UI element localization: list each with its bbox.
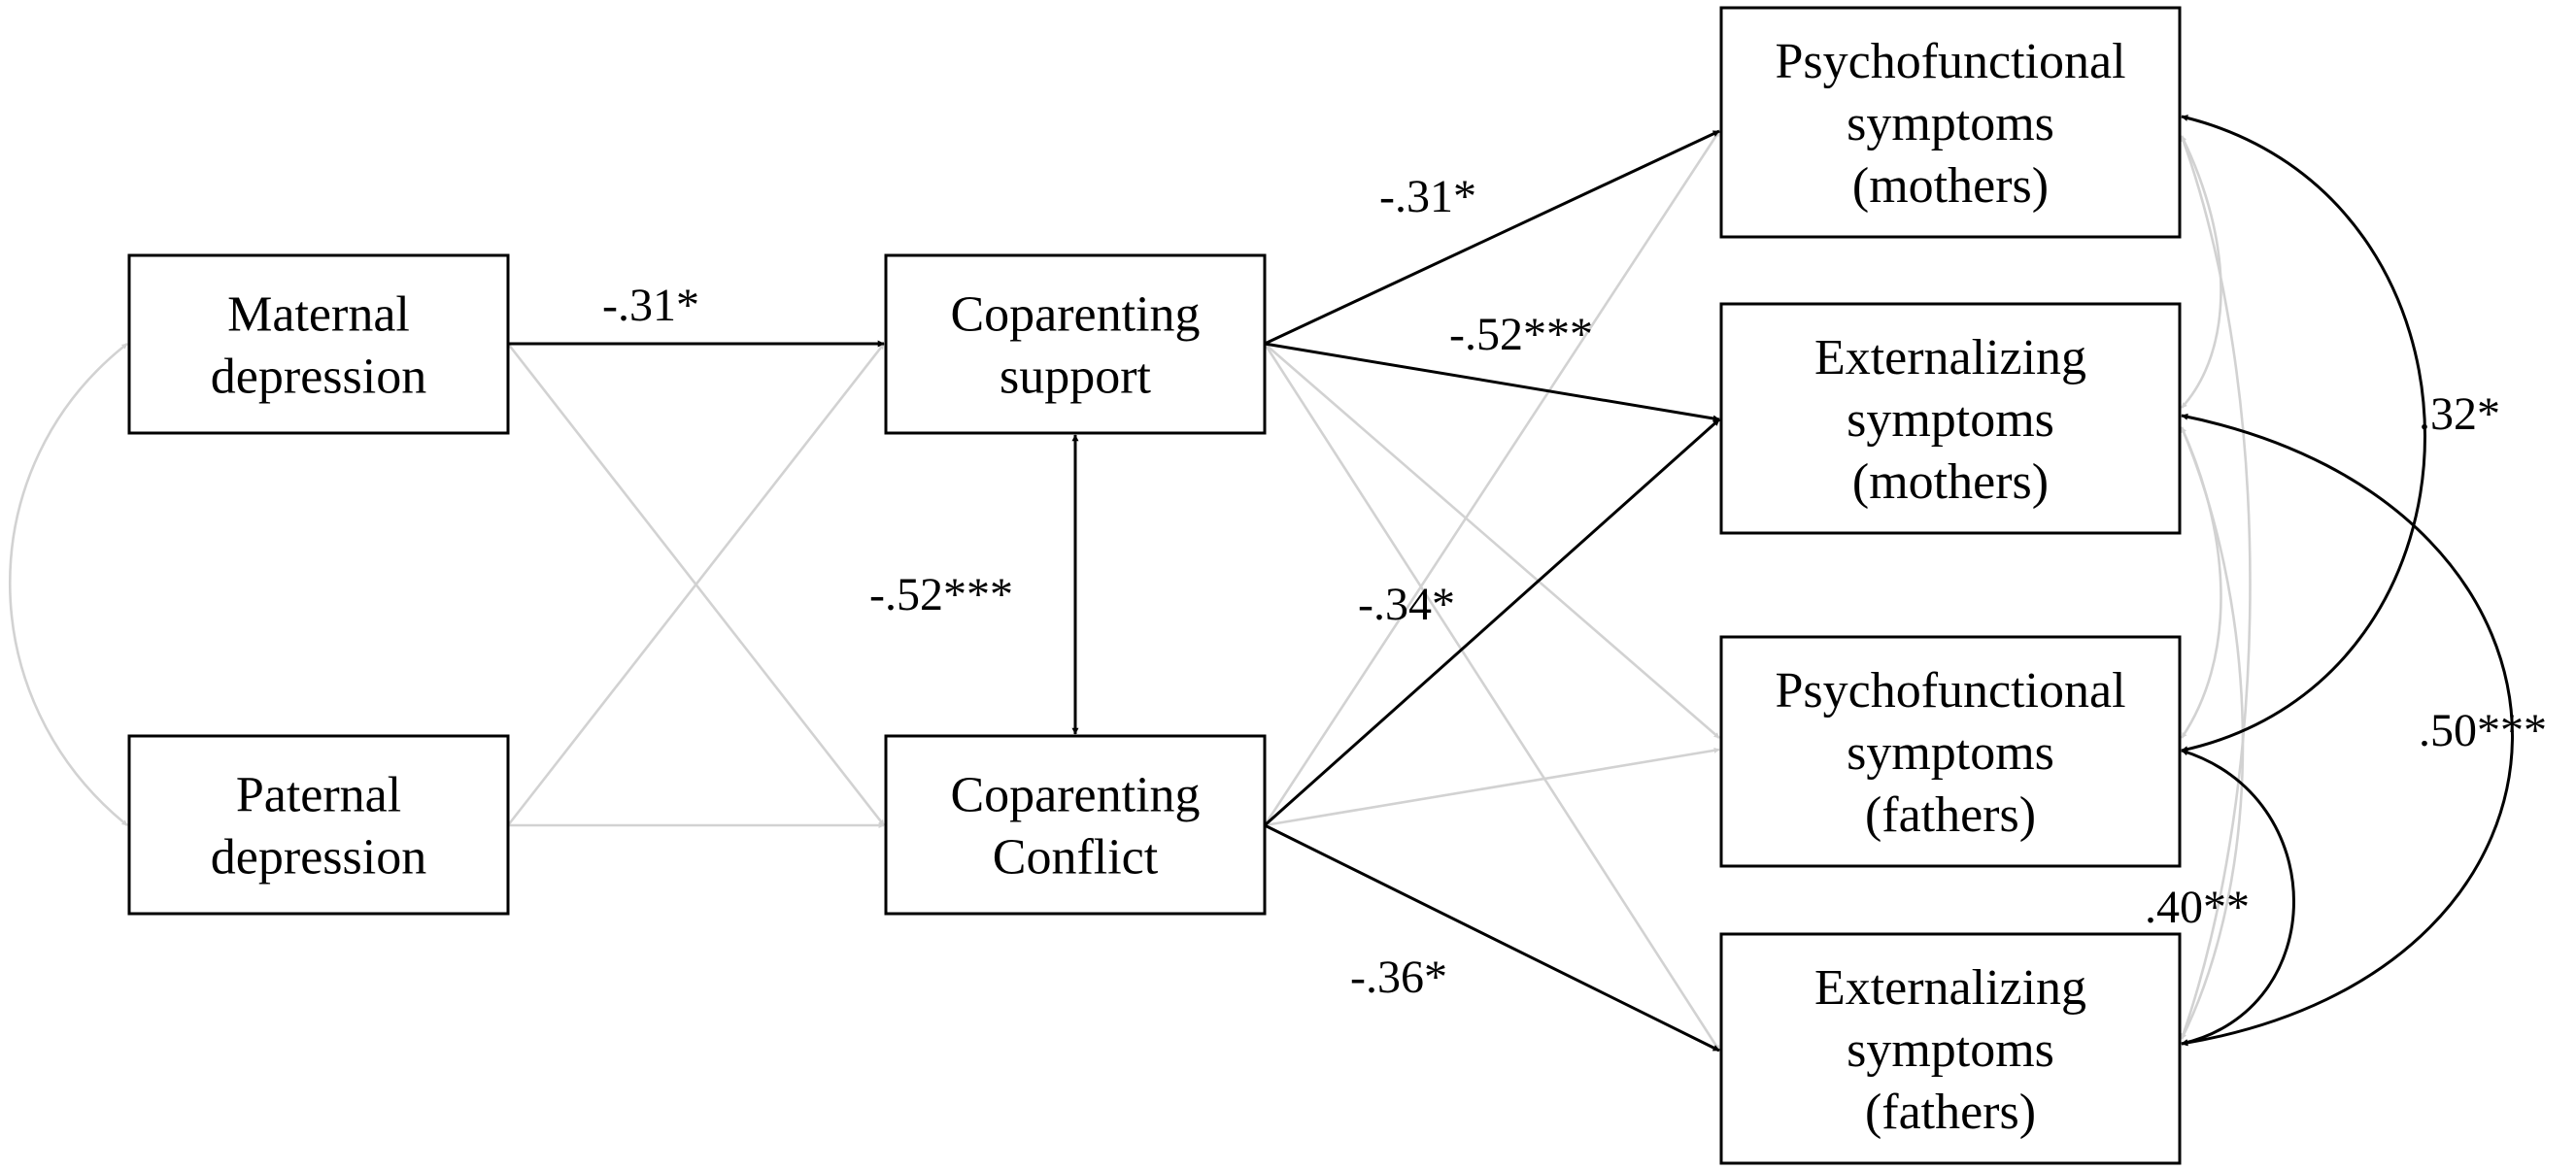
path-support-to-psych-fathers bbox=[1264, 343, 1720, 739]
path-conflict-to-psych-mothers bbox=[1263, 130, 1721, 826]
node-label-line: (mothers) bbox=[1852, 454, 2049, 510]
coefficient-conflict-to-ext-mothers: -.34* bbox=[1358, 579, 1455, 630]
path-support-to-psych-mothers bbox=[1264, 129, 1720, 346]
residual-covariance-1 bbox=[2180, 135, 2222, 409]
node-label-line: depression bbox=[211, 830, 426, 886]
node-psychofunctional-mothers: Psychofunctional symptoms (mothers) bbox=[1719, 6, 2182, 239]
node-label-line: depression bbox=[211, 350, 426, 405]
coefficient-support-to-ext-mothers: -.52*** bbox=[1449, 309, 1593, 360]
node-label-line: Coparenting bbox=[950, 287, 1200, 343]
node-label-line: Externalizing bbox=[1814, 330, 2086, 385]
coefficient-support-conflict-covariance: -.52*** bbox=[869, 569, 1013, 620]
node-label-line: Coparenting bbox=[950, 768, 1200, 823]
node-label-line: (mothers) bbox=[1852, 158, 2049, 214]
node-externalizing-mothers: Externalizing symptoms (mothers) bbox=[1719, 302, 2182, 535]
node-label-line: Externalizing bbox=[1814, 960, 2086, 1016]
path-conflict-to-psych-fathers bbox=[1264, 747, 1720, 827]
path-depression-covariance bbox=[8, 342, 128, 827]
coefficient-maternal-to-support: -.31* bbox=[602, 280, 699, 331]
path-conflict-to-ext-mothers bbox=[1264, 418, 1720, 827]
coefficient-conflict-to-ext-fathers: -.36* bbox=[1350, 952, 1447, 1003]
node-label-line: Psychofunctional bbox=[1775, 663, 2125, 719]
coefficient-ext-mothers-ext-fathers-cov: .50*** bbox=[2419, 705, 2547, 756]
node-maternal-depression: Maternal depression bbox=[127, 253, 510, 435]
node-label-line: Paternal bbox=[236, 768, 401, 823]
path-conflict-to-ext-fathers bbox=[1264, 823, 1720, 1053]
path-paternal-to-support bbox=[506, 343, 886, 826]
node-label-line: Maternal bbox=[227, 287, 410, 343]
node-externalizing-fathers: Externalizing symptoms (fathers) bbox=[1719, 932, 2182, 1165]
residual-covariance-3 bbox=[2180, 135, 2252, 1040]
node-paternal-depression: Paternal depression bbox=[127, 734, 510, 916]
node-label-line: Conflict bbox=[993, 830, 1159, 886]
node-coparenting-support: Coparenting support bbox=[884, 253, 1267, 435]
coefficient-support-to-psych-mothers: -.31* bbox=[1379, 171, 1476, 222]
path-psych-mothers-psych-fathers-cov bbox=[2181, 115, 2426, 753]
residual-covariance-4 bbox=[2180, 426, 2245, 1040]
coefficient-psych-fathers-ext-fathers-cov: .40** bbox=[2145, 882, 2250, 933]
node-label-line: symptoms bbox=[1847, 725, 2054, 781]
path-ext-mothers-ext-fathers-cov bbox=[2181, 413, 2514, 1047]
node-label-line: support bbox=[1000, 350, 1152, 405]
node-label-line: (fathers) bbox=[1865, 1085, 2036, 1140]
node-label-line: (fathers) bbox=[1865, 787, 2036, 843]
path-psych-fathers-ext-fathers-cov bbox=[2181, 749, 2295, 1047]
node-label-line: symptoms bbox=[1847, 392, 2054, 448]
node-label-line: Psychofunctional bbox=[1775, 34, 2125, 89]
node-psychofunctional-fathers: Psychofunctional symptoms (fathers) bbox=[1719, 635, 2182, 868]
node-label-line: symptoms bbox=[1847, 96, 2054, 151]
path-support-to-ext-mothers bbox=[1264, 342, 1720, 422]
residual-covariance-2 bbox=[2180, 426, 2222, 739]
coefficient-psych-mothers-psych-fathers-cov: .32* bbox=[2419, 388, 2500, 440]
path-support-to-ext-fathers bbox=[1263, 343, 1721, 1052]
node-label-line: symptoms bbox=[1847, 1022, 2054, 1078]
